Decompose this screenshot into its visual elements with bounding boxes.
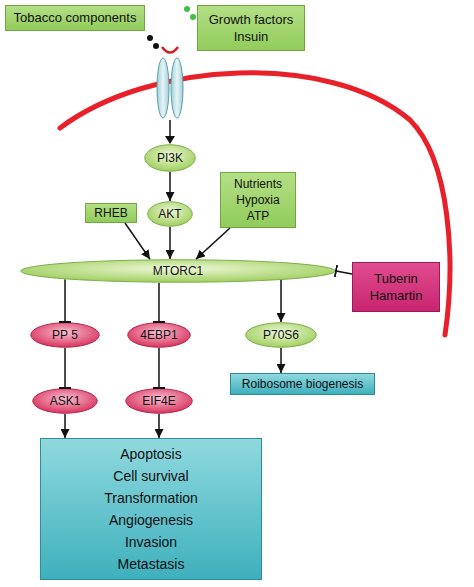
activation-connector <box>280 280 282 322</box>
inhibition-connector <box>158 283 160 322</box>
node-label: Insuin <box>234 28 269 45</box>
activator-box: RHEB <box>85 203 137 223</box>
activation-connector <box>125 223 150 259</box>
ellipse-fill <box>148 202 193 227</box>
activation-connector <box>196 228 230 259</box>
activation-connector <box>64 414 66 438</box>
inhibitor-box: TuberinHamartin <box>352 262 440 312</box>
activation-connector <box>158 414 160 438</box>
node-label: Tobacco components <box>14 10 137 26</box>
stimulus-box: Tobacco components <box>5 5 145 31</box>
node-label: ATP <box>247 208 269 224</box>
node-label: 4EBP1 <box>140 328 177 342</box>
node-label: P70S6 <box>263 328 299 342</box>
ellipse-fill <box>21 260 336 283</box>
ellipse-fill <box>128 323 191 348</box>
activation-connector <box>169 172 171 201</box>
target-ellipse: P70S6 <box>245 322 317 348</box>
tobacco-molecule <box>153 43 159 49</box>
node-label: Growth factors <box>209 11 294 28</box>
growth-factor-molecule <box>184 6 190 12</box>
ellipse-fill <box>33 389 98 414</box>
node-label: ASK1 <box>50 394 81 408</box>
inhibition-connector <box>64 348 66 388</box>
inhibition-connector <box>158 348 160 388</box>
node-label: Metastasis <box>118 553 185 575</box>
node-label: Roibosome biogenesis <box>242 377 363 391</box>
effector-ellipse: EIF4E <box>125 388 193 414</box>
node-label: Tuberin <box>374 270 418 287</box>
tobacco-molecule <box>147 35 153 41</box>
kinase-ellipse: PI3K <box>144 144 196 172</box>
node-label: AKT <box>158 207 181 221</box>
growth-factor-molecule <box>190 14 196 20</box>
node-label: PP 5 <box>52 328 78 342</box>
ellipse-fill <box>31 323 100 348</box>
receptor-arrow <box>169 120 171 137</box>
node-label: Transformation <box>104 487 198 509</box>
target-ellipse: PP 5 <box>30 322 100 348</box>
stimulus-box: NutrientsHypoxiaATP <box>220 172 296 228</box>
node-label: Nutrients <box>234 176 282 192</box>
inhibition-connector <box>64 279 66 322</box>
node-label: RHEB <box>94 206 127 220</box>
activation-connector <box>169 227 171 259</box>
node-label: Angiogenesis <box>109 509 193 531</box>
node-label: Hypoxia <box>236 192 279 208</box>
node-label: MTORC1 <box>153 264 203 278</box>
target-ellipse: 4EBP1 <box>127 322 191 348</box>
node-label: Cell survival <box>113 465 188 487</box>
complex-ellipse: MTORC1 <box>20 259 336 283</box>
ellipse-fill <box>126 389 193 414</box>
ellipse-fill <box>246 323 317 348</box>
receptor-right <box>171 58 183 118</box>
inhibition-connector <box>336 271 352 274</box>
node-label: PI3K <box>157 151 183 165</box>
receptor-arrowhead <box>165 136 175 144</box>
node-label: EIF4E <box>142 394 175 408</box>
outcome-box: Roibosome biogenesis <box>230 373 375 395</box>
node-label: Hamartin <box>370 287 423 304</box>
kinase-ellipse: AKT <box>147 201 193 227</box>
ellipse-fill <box>145 145 196 172</box>
node-label: Invasion <box>125 531 177 553</box>
node-label: Apoptosis <box>120 443 181 465</box>
outcome-box: ApoptosisCell survivalTransformationAngi… <box>40 438 262 580</box>
effector-ellipse: ASK1 <box>32 388 98 414</box>
stimulus-box: Growth factorsInsuin <box>197 5 305 51</box>
cell-membrane <box>60 73 450 335</box>
ligand-cup <box>162 47 178 53</box>
activation-connector <box>280 348 282 373</box>
receptor-left <box>157 58 169 118</box>
